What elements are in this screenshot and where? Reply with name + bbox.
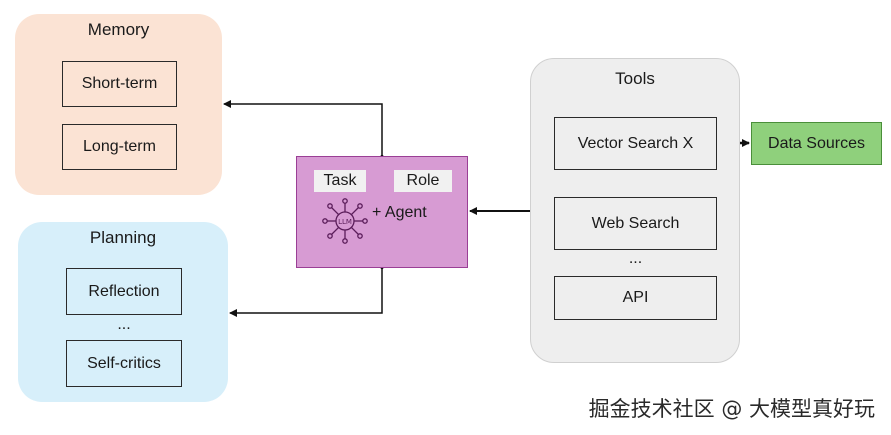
tools-group: Tools Vector Search X Web Search ... API <box>530 58 740 363</box>
planning-reflection: Reflection <box>66 268 182 315</box>
planning-group: Planning Reflection ... Self-critics <box>18 222 228 402</box>
tool-api: API <box>554 276 717 320</box>
task-chip: Task <box>314 170 366 192</box>
agent-box: Task Role LLM + Agent <box>296 156 468 268</box>
memory-short-term: Short-term <box>62 61 177 107</box>
tool-web-search: Web Search <box>554 197 717 250</box>
planning-title: Planning <box>89 228 157 247</box>
planning-ellipsis: ... <box>117 316 131 333</box>
role-chip: Role <box>394 170 452 192</box>
agent-planning-arrow <box>229 263 386 317</box>
memory-title: Memory <box>87 20 150 39</box>
memory-group: Memory Short-term Long-term <box>15 14 222 195</box>
tool-vector-search: Vector Search X <box>554 117 717 170</box>
planning-self-critics: Self-critics <box>66 340 182 387</box>
memory-long-term: Long-term <box>62 124 177 170</box>
tools-title: Tools <box>615 69 655 88</box>
llm-icon-label: LLM <box>338 218 352 226</box>
tools-ellipsis: ... <box>628 250 643 267</box>
agent-memory-arrow <box>223 100 386 161</box>
watermark: 掘金技术社区 @ 大模型真好玩 <box>588 397 875 421</box>
agent-label: + Agent <box>372 204 427 221</box>
llm-network-icon: LLM <box>322 198 368 244</box>
data-sources-box: Data Sources <box>751 122 882 165</box>
